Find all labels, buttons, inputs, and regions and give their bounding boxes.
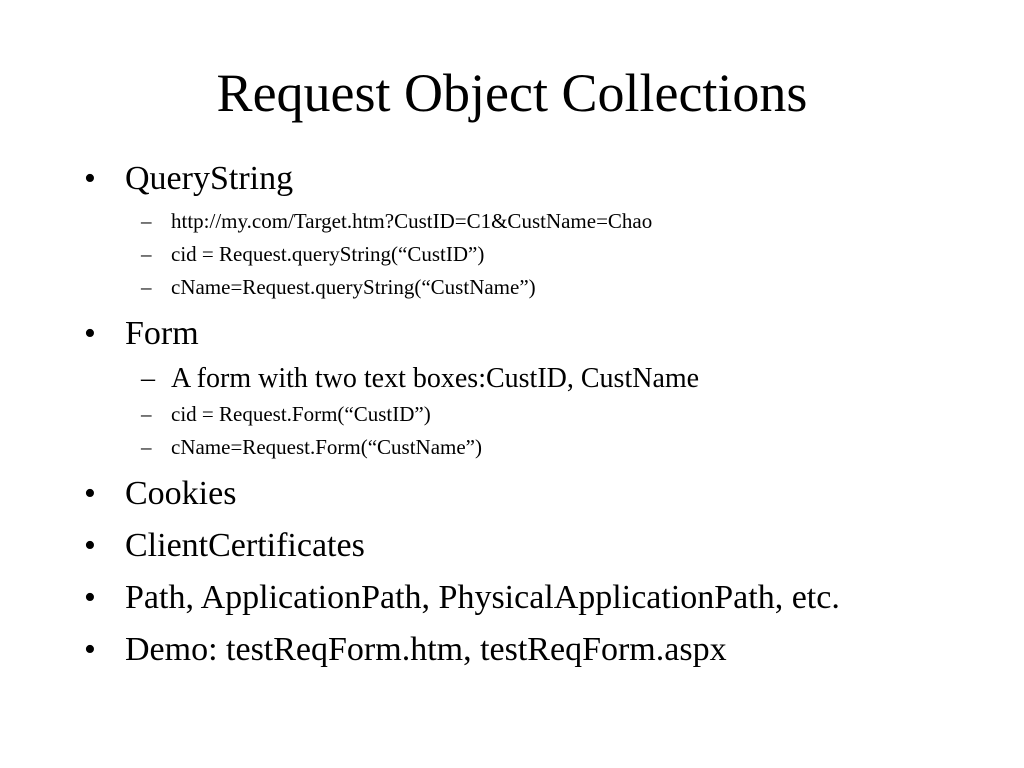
sub-item: – cName=Request.queryString(“CustName”)	[78, 271, 958, 304]
dash-icon: –	[141, 275, 152, 299]
bullet-item-form: • Form	[78, 312, 958, 356]
bullet-icon: •	[84, 631, 96, 668]
bullet-icon: •	[84, 527, 96, 564]
dash-icon: –	[141, 209, 152, 233]
bullet-text: ClientCertificates	[125, 527, 365, 564]
sub-item-text: cid = Request.queryString(“CustID”)	[171, 242, 485, 266]
sub-item: – http://my.com/Target.htm?CustID=C1&Cus…	[78, 205, 958, 238]
sub-item: – cName=Request.Form(“CustName”)	[78, 431, 958, 464]
sub-list-form: – A form with two text boxes:CustID, Cus…	[78, 360, 958, 464]
sub-item-text: A form with two text boxes:CustID, CustN…	[171, 363, 700, 394]
bullet-item-demo: • Demo: testReqForm.htm, testReqForm.asp…	[78, 628, 958, 672]
sub-item-text: http://my.com/Target.htm?CustID=C1&CustN…	[171, 209, 653, 233]
sub-item-text: cid = Request.Form(“CustID”)	[171, 402, 431, 426]
bullet-item-path: • Path, ApplicationPath, PhysicalApplica…	[78, 576, 958, 620]
bullet-icon: •	[84, 160, 96, 197]
bullet-text: Demo: testReqForm.htm, testReqForm.aspx	[125, 631, 727, 668]
bullet-item-cookies: • Cookies	[78, 472, 958, 516]
sub-item-text: cName=Request.Form(“CustName”)	[171, 435, 483, 459]
bullet-icon: •	[84, 579, 96, 616]
dash-icon: –	[141, 242, 152, 266]
sub-list-querystring: – http://my.com/Target.htm?CustID=C1&Cus…	[78, 205, 958, 304]
sub-item: – cid = Request.Form(“CustID”)	[78, 398, 958, 431]
bullet-text: Cookies	[125, 475, 237, 512]
bullet-text: QueryString	[125, 160, 294, 197]
dash-icon: –	[141, 435, 152, 459]
dash-icon: –	[141, 363, 155, 394]
bullet-item-querystring: • QueryString	[78, 157, 958, 201]
dash-icon: –	[141, 402, 152, 426]
bullet-icon: •	[84, 315, 96, 352]
bullet-list: • QueryString – http://my.com/Target.htm…	[78, 157, 958, 672]
sub-item: – A form with two text boxes:CustID, Cus…	[78, 360, 958, 398]
bullet-item-clientcertificates: • ClientCertificates	[78, 524, 958, 568]
sub-item: – cid = Request.queryString(“CustID”)	[78, 238, 958, 271]
sub-item-text: cName=Request.queryString(“CustName”)	[171, 275, 536, 299]
bullet-icon: •	[84, 475, 96, 512]
bullet-text: Form	[125, 315, 199, 352]
bullet-text: Path, ApplicationPath, PhysicalApplicati…	[125, 579, 840, 616]
slide-title: Request Object Collections	[216, 63, 808, 123]
